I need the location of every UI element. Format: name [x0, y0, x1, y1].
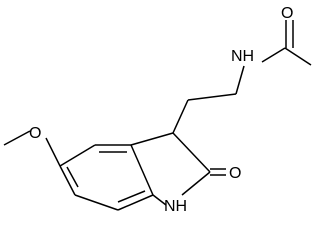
- bond-benz-c7a-c7: [117, 194, 154, 211]
- atom-label-lactam-nitrogen: NH: [164, 198, 187, 215]
- bond-benz-c5-c4: [59, 144, 96, 167]
- bond-n1-c7a: [152, 194, 167, 206]
- bond-benz-inner-2: [117, 190, 146, 203]
- bond-ch2-ch2: [187, 93, 237, 101]
- bond-carbonyl-nitrogen: [261, 47, 286, 63]
- atom-label-lactam-oxygen: O: [229, 165, 241, 182]
- bond-benz-inner-3: [66, 166, 79, 188]
- molecule-canvas: O NH O O NH: [3, 5, 312, 215]
- bond-c3a-c3: [130, 132, 174, 146]
- bond-c5-o: [45, 137, 61, 167]
- bond-methyl-carbonyl: [284, 47, 312, 66]
- bond-ch2-c3: [172, 99, 189, 134]
- bond-nitrogen-ch2: [235, 65, 245, 95]
- bond-c3-c2: [172, 132, 211, 173]
- atom-label-methoxy-oxygen: O: [29, 125, 41, 142]
- bond-benz-c3a-c7a: [130, 144, 154, 196]
- bond-c2-n1: [181, 171, 211, 196]
- chemical-structure: O NH O O NH: [3, 5, 312, 215]
- bond-benz-c7-c6: [74, 194, 119, 211]
- bond-benz-c6-c5: [59, 165, 76, 196]
- atom-label-amide-nitrogen: NH: [231, 48, 254, 65]
- bond-o-methyl: [3, 130, 31, 146]
- atom-label-carbonyl-oxygen: O: [281, 5, 293, 22]
